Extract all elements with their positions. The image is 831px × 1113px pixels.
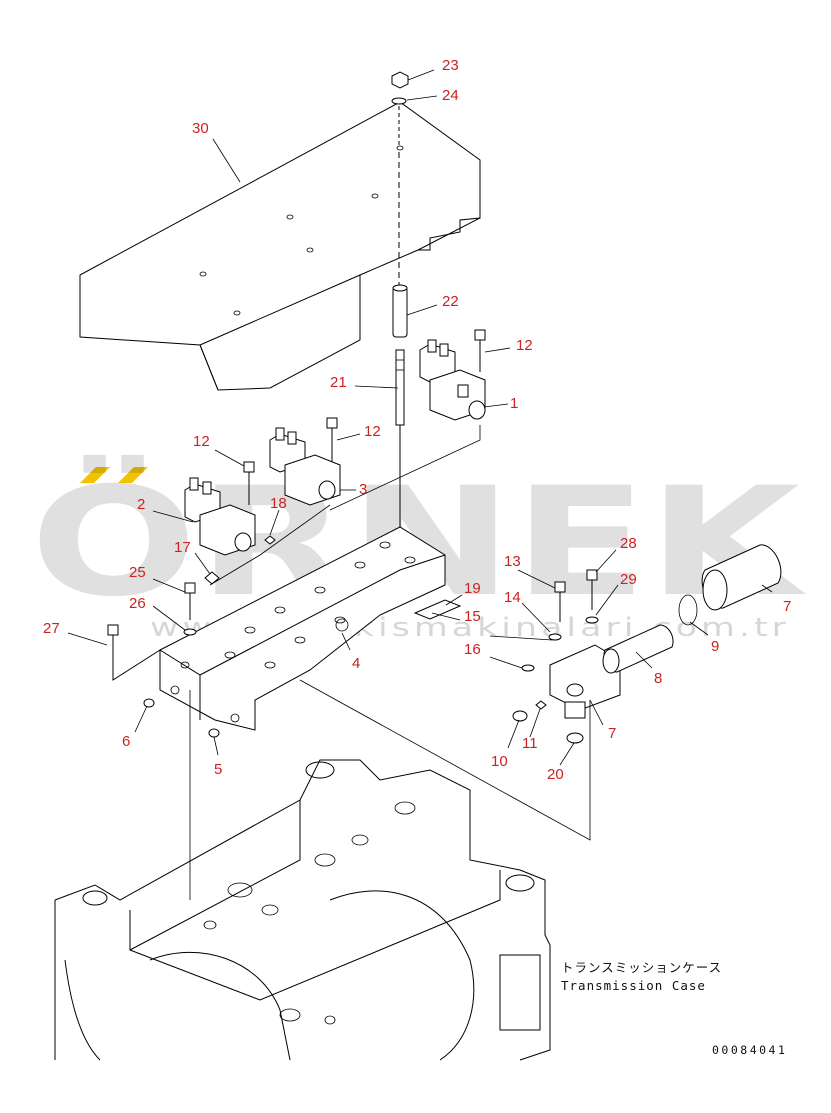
callout-27: 27 [43, 620, 60, 637]
callout-19: 19 [464, 580, 481, 597]
callout-15: 15 [464, 608, 481, 625]
callout-7: 7 [608, 725, 616, 742]
callout-12: 12 [364, 423, 381, 440]
callout-12: 12 [516, 337, 533, 354]
case-label-en: Transmission Case [561, 978, 706, 993]
callout-14: 14 [504, 589, 521, 606]
solenoid-valve-3 [269, 427, 341, 506]
cover-plate [79, 101, 481, 391]
callout-24: 24 [442, 87, 459, 104]
callout-7: 7 [783, 598, 791, 615]
callout-16: 16 [464, 641, 481, 658]
callout-5: 5 [214, 761, 222, 778]
watermark-accent-left [80, 467, 110, 483]
callout-25: 25 [129, 564, 146, 581]
callout-21: 21 [330, 374, 347, 391]
bolts-12 [243, 329, 486, 505]
callout-9: 9 [711, 638, 719, 655]
callout-2: 2 [137, 496, 145, 513]
callout-3: 3 [359, 481, 367, 498]
solenoid-valve-1 [419, 339, 486, 421]
callout-1: 1 [510, 395, 518, 412]
callout-8: 8 [654, 670, 662, 687]
watermark-accent-right [118, 467, 148, 483]
callout-26: 26 [129, 595, 146, 612]
callout-6: 6 [122, 733, 130, 750]
callout-20: 20 [547, 766, 564, 783]
valve-body [159, 526, 446, 731]
assembly-lines [189, 425, 591, 900]
gasket-19 [413, 599, 462, 620]
solenoid-valve-2 [184, 477, 256, 556]
leader-lines [67, 69, 773, 766]
callout-10: 10 [491, 753, 508, 770]
callout-12: 12 [193, 433, 210, 450]
callout-28: 28 [620, 535, 637, 552]
filter-assembly [512, 544, 782, 744]
callout-18: 18 [270, 495, 287, 512]
callout-13: 13 [504, 553, 521, 570]
callout-23: 23 [442, 57, 459, 74]
callout-30: 30 [192, 120, 209, 137]
callouts: 23 24 30 22 12 21 1 12 12 3 2 18 17 25 2… [43, 57, 791, 783]
document-number: 00084041 [712, 1043, 787, 1057]
nut-and-washer [391, 71, 409, 290]
callout-29: 29 [620, 571, 637, 588]
callout-11: 11 [522, 735, 538, 752]
callout-4: 4 [352, 655, 360, 672]
callout-22: 22 [442, 293, 459, 310]
bolts-left [107, 535, 276, 738]
transmission-case [54, 759, 551, 1061]
case-label-jp: トランスミッションケース [561, 960, 722, 975]
callout-17: 17 [174, 539, 191, 556]
